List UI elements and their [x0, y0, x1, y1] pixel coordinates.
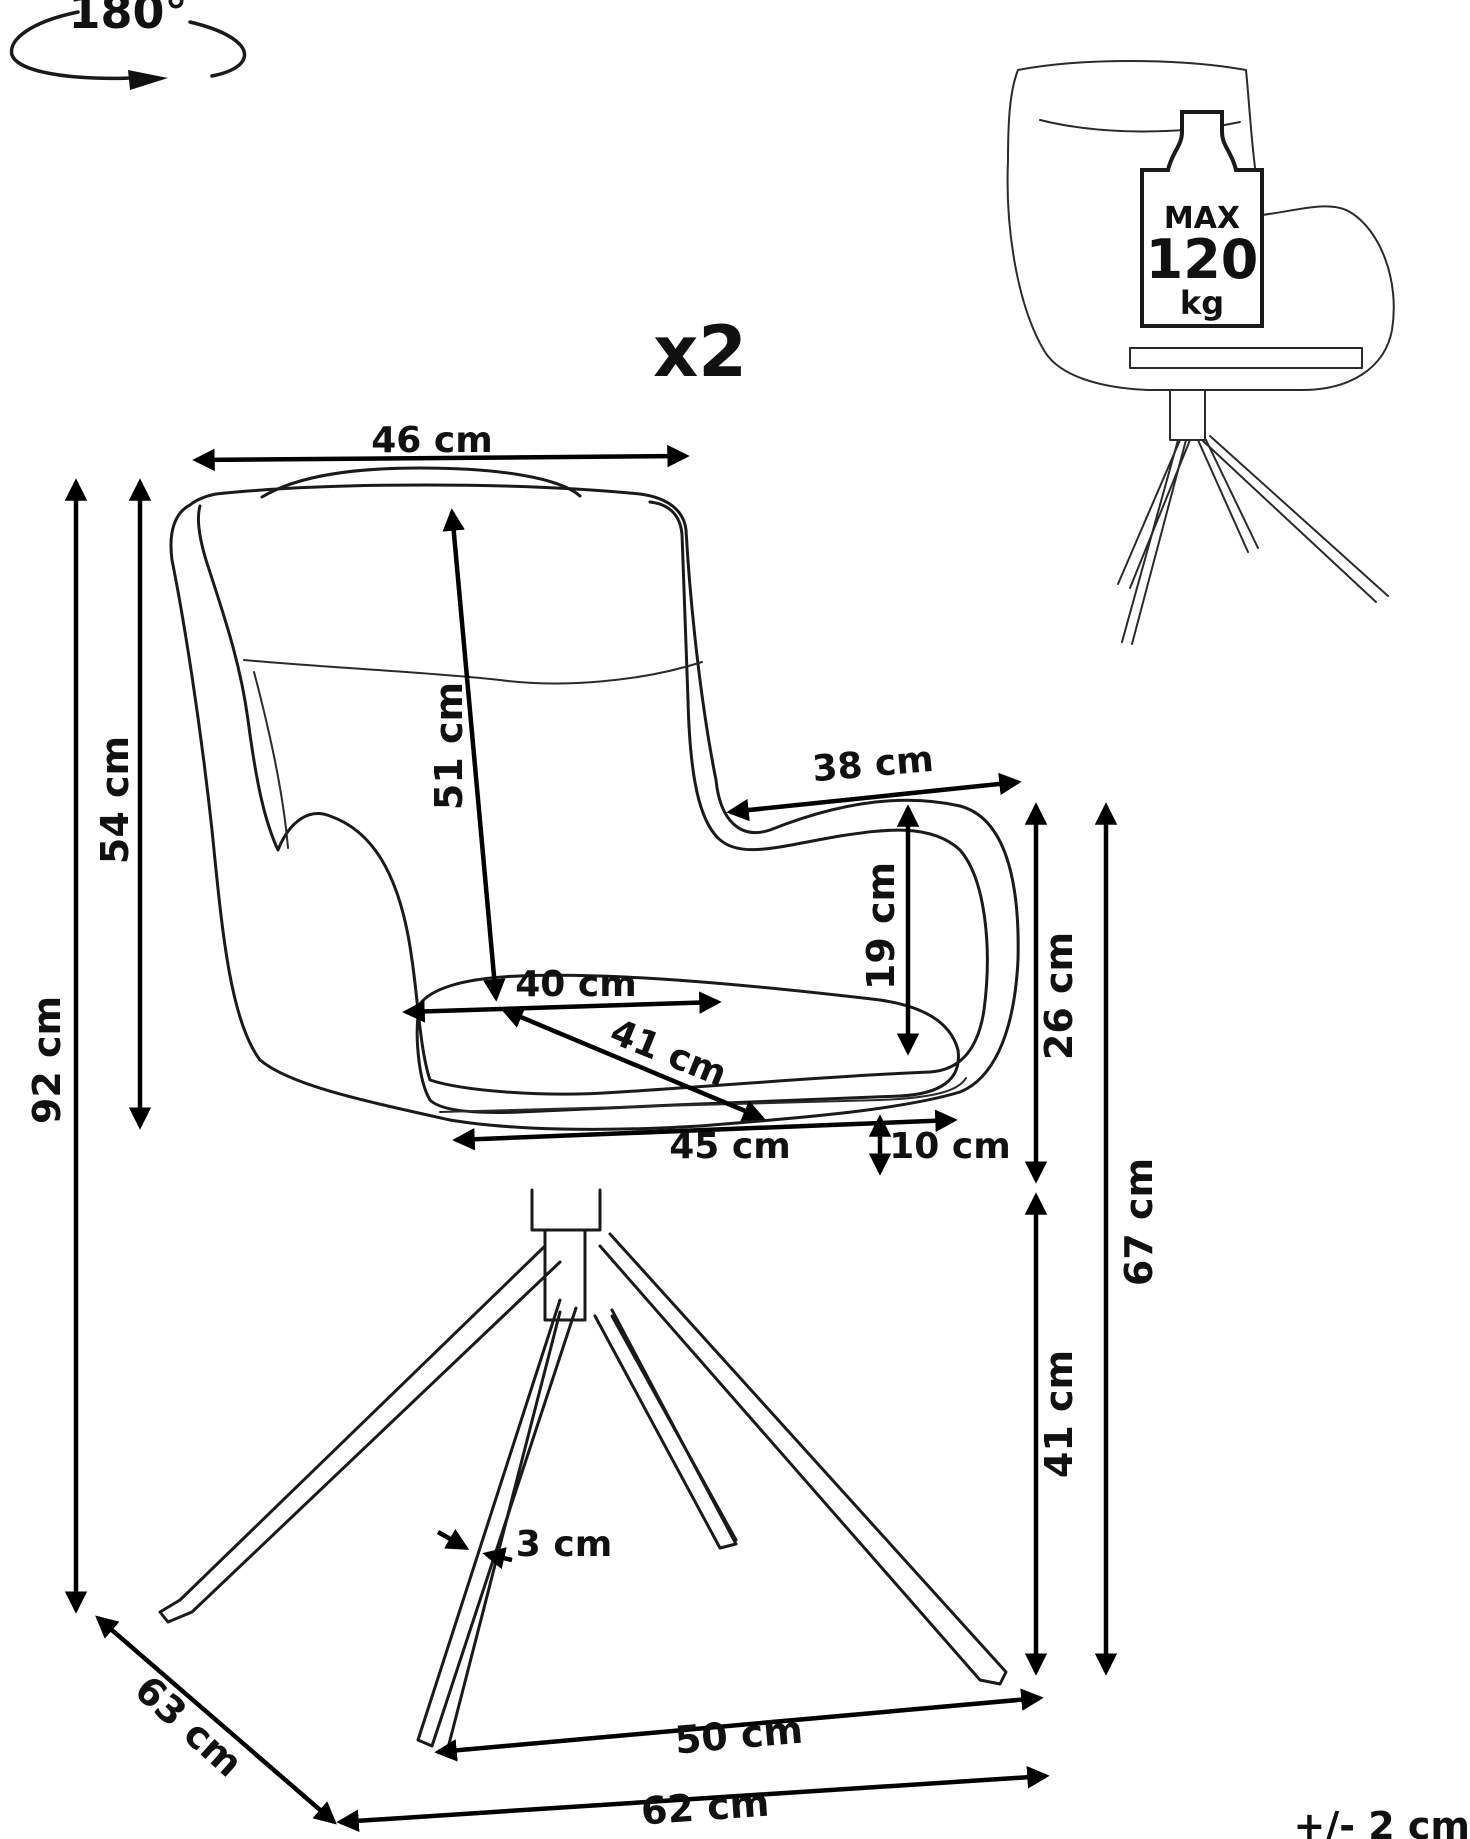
tolerance-note: +/- 2 cm: [1293, 1804, 1470, 1839]
label-seat-thickness: 10 cm: [889, 1126, 1010, 1167]
label-total-height: 92 cm: [25, 996, 69, 1124]
dim-line-base-inner: [434, 1688, 1044, 1762]
dim-arrow-leg-right: [482, 1547, 513, 1570]
label-leg-thickness: 3 cm: [516, 1524, 612, 1565]
dimension-lines: [64, 444, 1118, 1833]
label-back-height-outer: 54 cm: [93, 736, 137, 864]
max-load-line1: MAX: [1164, 201, 1240, 236]
rotation-indicator: 180°: [9, 0, 247, 90]
dim-line-base-depth: [95, 1615, 337, 1825]
dimension-labels: 46 cm 54 cm 92 cm 51 cm 38 cm 19 cm 26 c…: [25, 420, 1470, 1839]
weight-icon: MAX 120 kg: [1140, 110, 1264, 328]
label-total-width-top: 46 cm: [371, 420, 492, 461]
label-base-width-inner: 50 cm: [673, 1708, 805, 1763]
rotation-arrow-icon: [128, 70, 168, 90]
label-seat-depth: 41 cm: [604, 1012, 732, 1096]
dim-line-seat-depth: [500, 1006, 766, 1122]
quantity-label: x2: [653, 311, 747, 393]
label-armrest-floor-height: 67 cm: [1117, 1158, 1161, 1286]
label-seat-floor-height: 41 cm: [1037, 1350, 1081, 1478]
dim-line-armrest-depth: [726, 772, 1022, 822]
label-arm-to-seat-height: 26 cm: [1037, 932, 1081, 1060]
label-backrest-height: 51 cm: [427, 682, 471, 810]
rotation-label: 180°: [68, 0, 187, 39]
label-seat-width-back: 40 cm: [515, 964, 636, 1005]
max-load-line2: 120: [1146, 228, 1259, 291]
dim-line-backrest: [442, 508, 506, 1002]
label-base-depth: 63 cm: [126, 1667, 251, 1786]
label-seat-width: 45 cm: [669, 1126, 790, 1167]
label-base-width-outer: 62 cm: [640, 1781, 771, 1834]
label-armrest-depth: 38 cm: [811, 739, 936, 790]
dim-arrow-leg-left: [436, 1528, 470, 1550]
dim-line-top-width: [192, 444, 690, 472]
max-load-line3: kg: [1180, 284, 1224, 322]
label-arm-height: 19 cm: [859, 862, 903, 990]
max-load-chair-illustration: MAX 120 kg: [1006, 60, 1395, 645]
dim-line-base-outer: [336, 1765, 1050, 1833]
